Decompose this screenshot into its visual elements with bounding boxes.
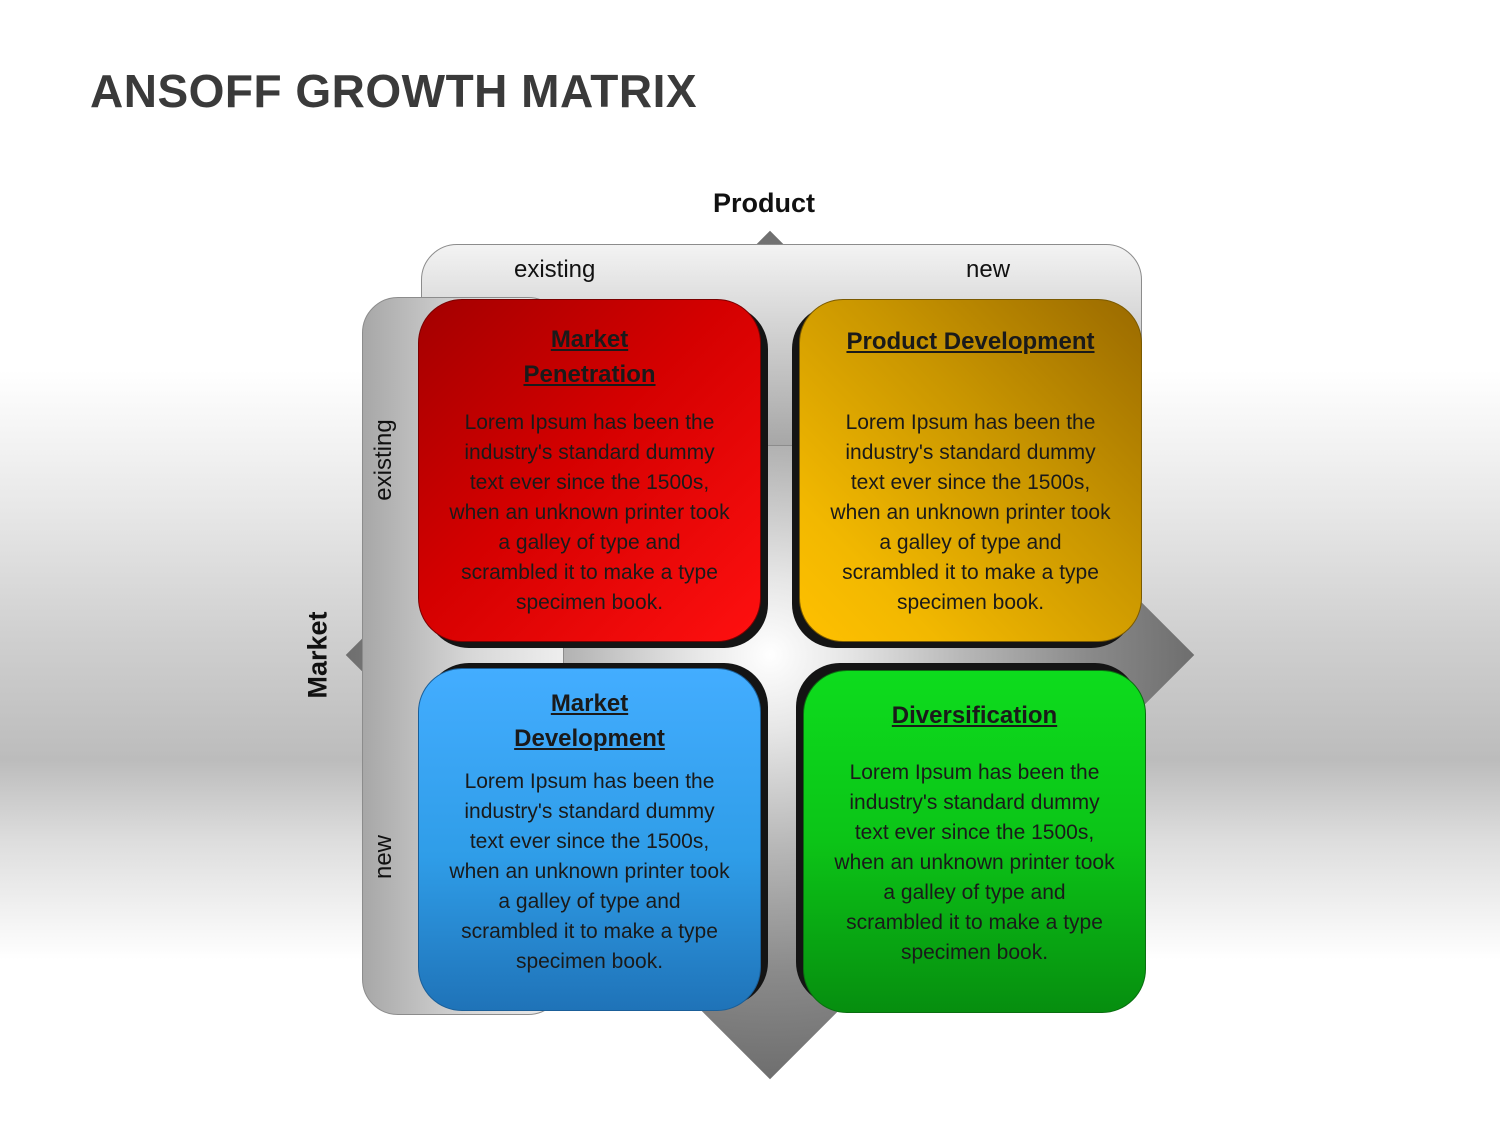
quadrant-product-development: Product Development Lorem Ipsum has been…: [799, 299, 1142, 642]
quadrant-market-penetration: Market Penetration Lorem Ipsum has been …: [418, 299, 761, 642]
market-existing-label: existing: [370, 419, 397, 501]
slide-title: ANSOFF GROWTH MATRIX: [90, 65, 698, 117]
market-axis-title: Market: [302, 611, 333, 699]
quadrant-title: Product Development: [846, 328, 1095, 355]
product-new-label: new: [966, 256, 1011, 283]
product-axis-title: Product: [713, 188, 816, 218]
quadrant-body: Lorem Ipsum has been the industry's stan…: [449, 770, 730, 973]
quadrant-body: Lorem Ipsum has been the industry's stan…: [830, 411, 1111, 614]
quadrant-diversification: Diversification Lorem Ipsum has been the…: [803, 670, 1146, 1013]
quadrant-title: Diversification: [891, 702, 1058, 729]
quadrant-market-development: Market Development Lorem Ipsum has been …: [418, 668, 761, 1011]
quadrant-title: Market Penetration: [523, 326, 656, 388]
quadrant-body: Lorem Ipsum has been the industry's stan…: [834, 761, 1115, 964]
quadrant-title: Market Development: [514, 690, 665, 752]
product-existing-label: existing: [514, 256, 596, 283]
quadrant-body: Lorem Ipsum has been the industry's stan…: [449, 411, 730, 614]
market-new-label: new: [370, 834, 397, 880]
